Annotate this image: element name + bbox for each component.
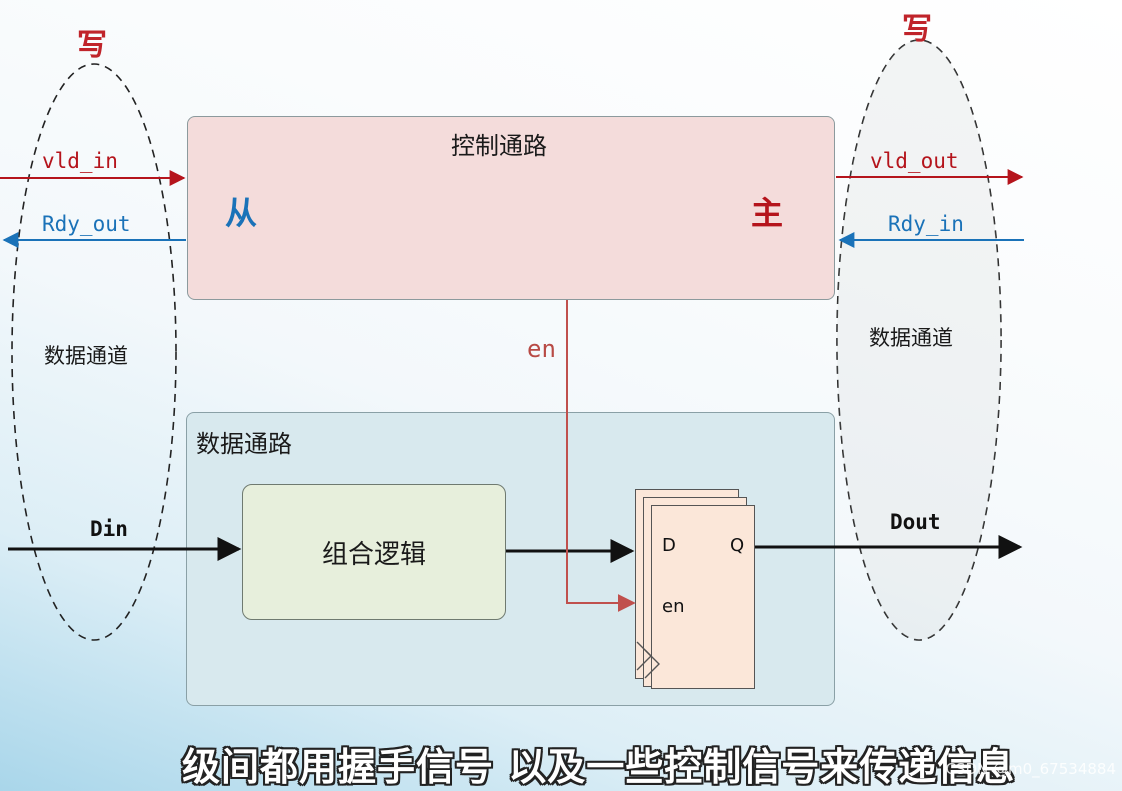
combinational-logic-label: 组合逻辑	[321, 539, 426, 570]
clock-notch-icon	[636, 641, 652, 671]
left-write-label: 写	[77, 28, 107, 63]
dout-label: Dout	[890, 510, 941, 534]
control-path-title: 控制通路	[451, 132, 547, 160]
watermark: CSDN @m0_67534884	[945, 760, 1116, 778]
vld-in-label: vld_in	[42, 149, 118, 173]
combinational-logic-block: 组合逻辑	[242, 484, 506, 620]
right-channel-ellipse	[836, 39, 1002, 641]
left-channel-label: 数据通道	[44, 344, 128, 368]
flip-flop-d-label: D	[662, 535, 676, 556]
right-write-label: 写	[902, 12, 932, 47]
right-channel-label: 数据通道	[869, 326, 953, 350]
control-path-box	[187, 116, 835, 300]
rdy-out-label: Rdy_out	[42, 212, 131, 236]
flip-flop-q-label: Q	[730, 535, 745, 556]
rdy-in-label: Rdy_in	[888, 212, 964, 236]
data-path-title: 数据通路	[196, 430, 292, 458]
flip-flop-en-label: en	[662, 596, 685, 617]
enable-label: en	[527, 335, 556, 363]
master-label: 主	[751, 194, 784, 232]
left-channel-ellipse	[11, 63, 177, 641]
din-label: Din	[90, 517, 128, 541]
vld-out-label: vld_out	[870, 149, 959, 173]
video-subtitle: 级间都用握手信号 以及一些控制信号来传递信息	[182, 745, 1016, 789]
enable-line	[566, 300, 636, 612]
flip-flop	[651, 505, 755, 689]
slave-label: 从	[225, 194, 258, 232]
